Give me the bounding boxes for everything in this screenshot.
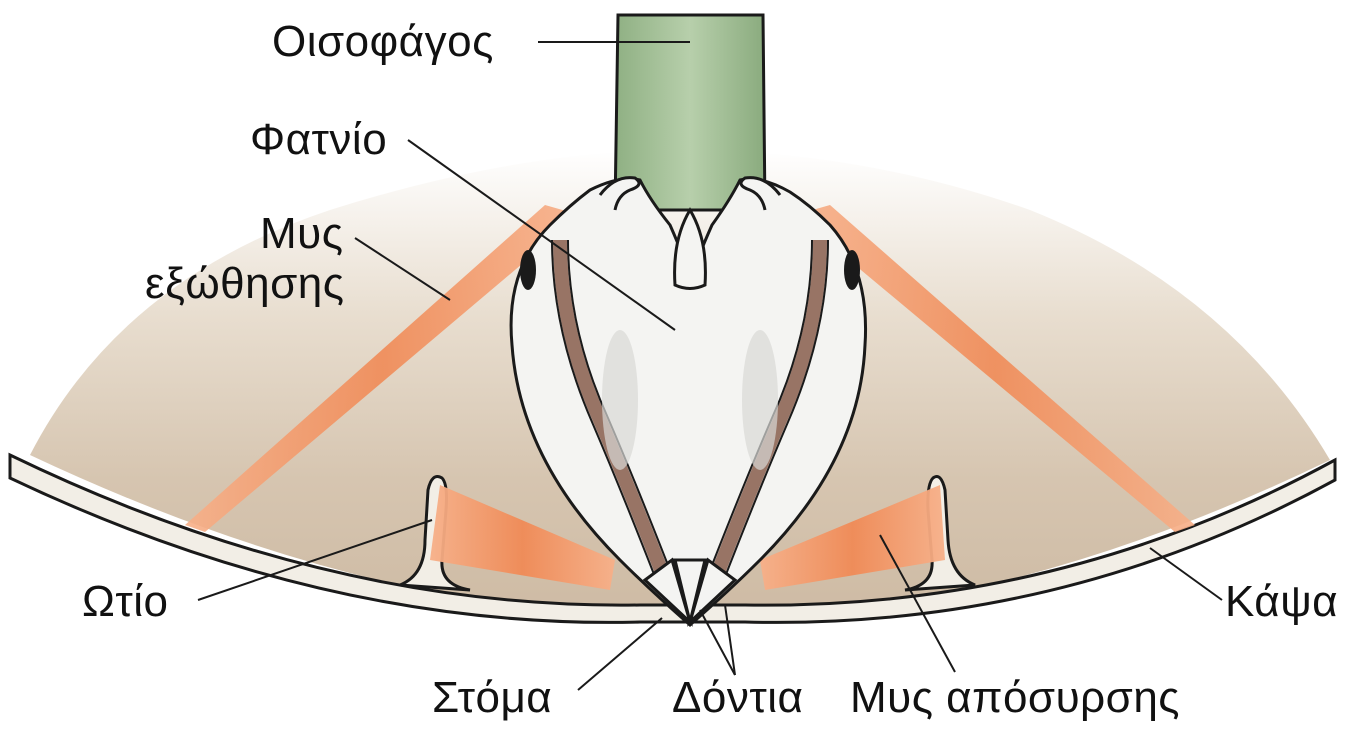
label-protractor-line2: εξώθησης xyxy=(145,262,344,306)
label-alveolus: Φατνίο xyxy=(250,118,387,162)
label-capsule: Κάψα xyxy=(1225,580,1338,624)
label-auricle: Ωτίο xyxy=(82,580,169,624)
left-side-slot xyxy=(520,250,536,290)
label-mouth: Στόμα xyxy=(432,676,552,720)
lantern-shadow-left xyxy=(602,330,638,470)
label-retractor: Μυς απόσυρσης xyxy=(850,676,1180,720)
right-side-slot xyxy=(844,250,860,290)
leader-capsule xyxy=(1150,548,1222,600)
label-oesophagus: Οισοφάγος xyxy=(272,20,494,64)
label-teeth: Δόντια xyxy=(672,676,803,720)
label-protractor-line1: Μυς xyxy=(260,212,343,256)
leader-mouth xyxy=(578,618,662,690)
lantern-shadow-right xyxy=(742,330,778,470)
